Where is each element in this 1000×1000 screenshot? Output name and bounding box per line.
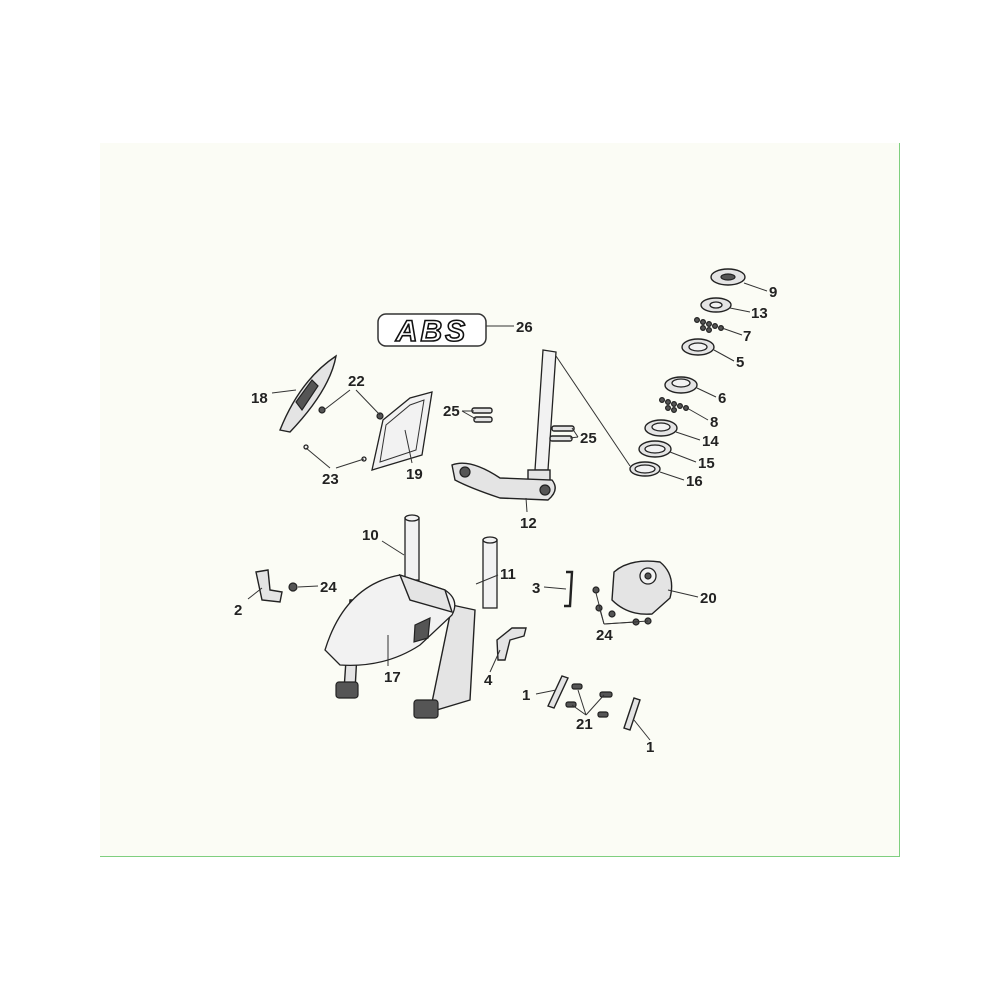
callout-10: 10 bbox=[362, 527, 379, 544]
callout-9: 9 bbox=[769, 284, 777, 301]
callout-15: 15 bbox=[698, 455, 715, 472]
callout-25-left: 25 bbox=[443, 403, 460, 420]
diagram-panel bbox=[100, 143, 900, 857]
callout-24-right: 24 bbox=[596, 627, 613, 644]
callout-6: 6 bbox=[718, 390, 726, 407]
clip-3 bbox=[564, 570, 574, 608]
cover-18 bbox=[279, 354, 337, 433]
callout-24-left: 24 bbox=[320, 579, 337, 596]
steering-stem bbox=[451, 349, 557, 501]
fasteners-22-23 bbox=[303, 406, 384, 462]
fork-tube-right bbox=[413, 536, 498, 719]
panel-19 bbox=[371, 391, 433, 471]
callout-1-left: 1 bbox=[522, 687, 530, 704]
callout-23: 23 bbox=[322, 471, 339, 488]
callout-12: 12 bbox=[520, 515, 537, 532]
callout-5: 5 bbox=[736, 354, 744, 371]
callout-3: 3 bbox=[532, 580, 540, 597]
callout-13: 13 bbox=[751, 305, 768, 322]
callout-21: 21 bbox=[576, 716, 593, 733]
callouts: 26 9 13 7 5 6 8 14 15 16 12 10 11 18 22 … bbox=[234, 284, 777, 756]
callout-22: 22 bbox=[348, 373, 365, 390]
bracket-2 bbox=[255, 569, 298, 603]
callout-1-right: 1 bbox=[646, 739, 654, 756]
callout-17: 17 bbox=[384, 669, 401, 686]
abs-badge: ABS bbox=[377, 313, 487, 349]
callout-8: 8 bbox=[710, 414, 718, 431]
callout-7: 7 bbox=[743, 328, 751, 345]
callout-26: 26 bbox=[516, 319, 533, 336]
plate-20 bbox=[592, 560, 673, 626]
strips-1-bolts-21 bbox=[547, 675, 641, 731]
abs-badge-text: ABS bbox=[395, 315, 468, 348]
callout-11: 11 bbox=[500, 566, 516, 583]
sensor-4 bbox=[496, 627, 527, 661]
callout-20: 20 bbox=[700, 590, 717, 607]
front-fender bbox=[324, 573, 456, 666]
leader-lines bbox=[247, 282, 768, 741]
callout-16: 16 bbox=[686, 473, 703, 490]
callout-25-right: 25 bbox=[580, 430, 597, 447]
callout-2: 2 bbox=[234, 602, 242, 619]
callout-14: 14 bbox=[702, 433, 719, 450]
callout-18: 18 bbox=[251, 390, 268, 407]
callout-4: 4 bbox=[484, 672, 493, 689]
bolts-25 bbox=[471, 407, 575, 442]
steering-bearing-stack bbox=[629, 268, 746, 477]
callout-19: 19 bbox=[406, 466, 423, 483]
